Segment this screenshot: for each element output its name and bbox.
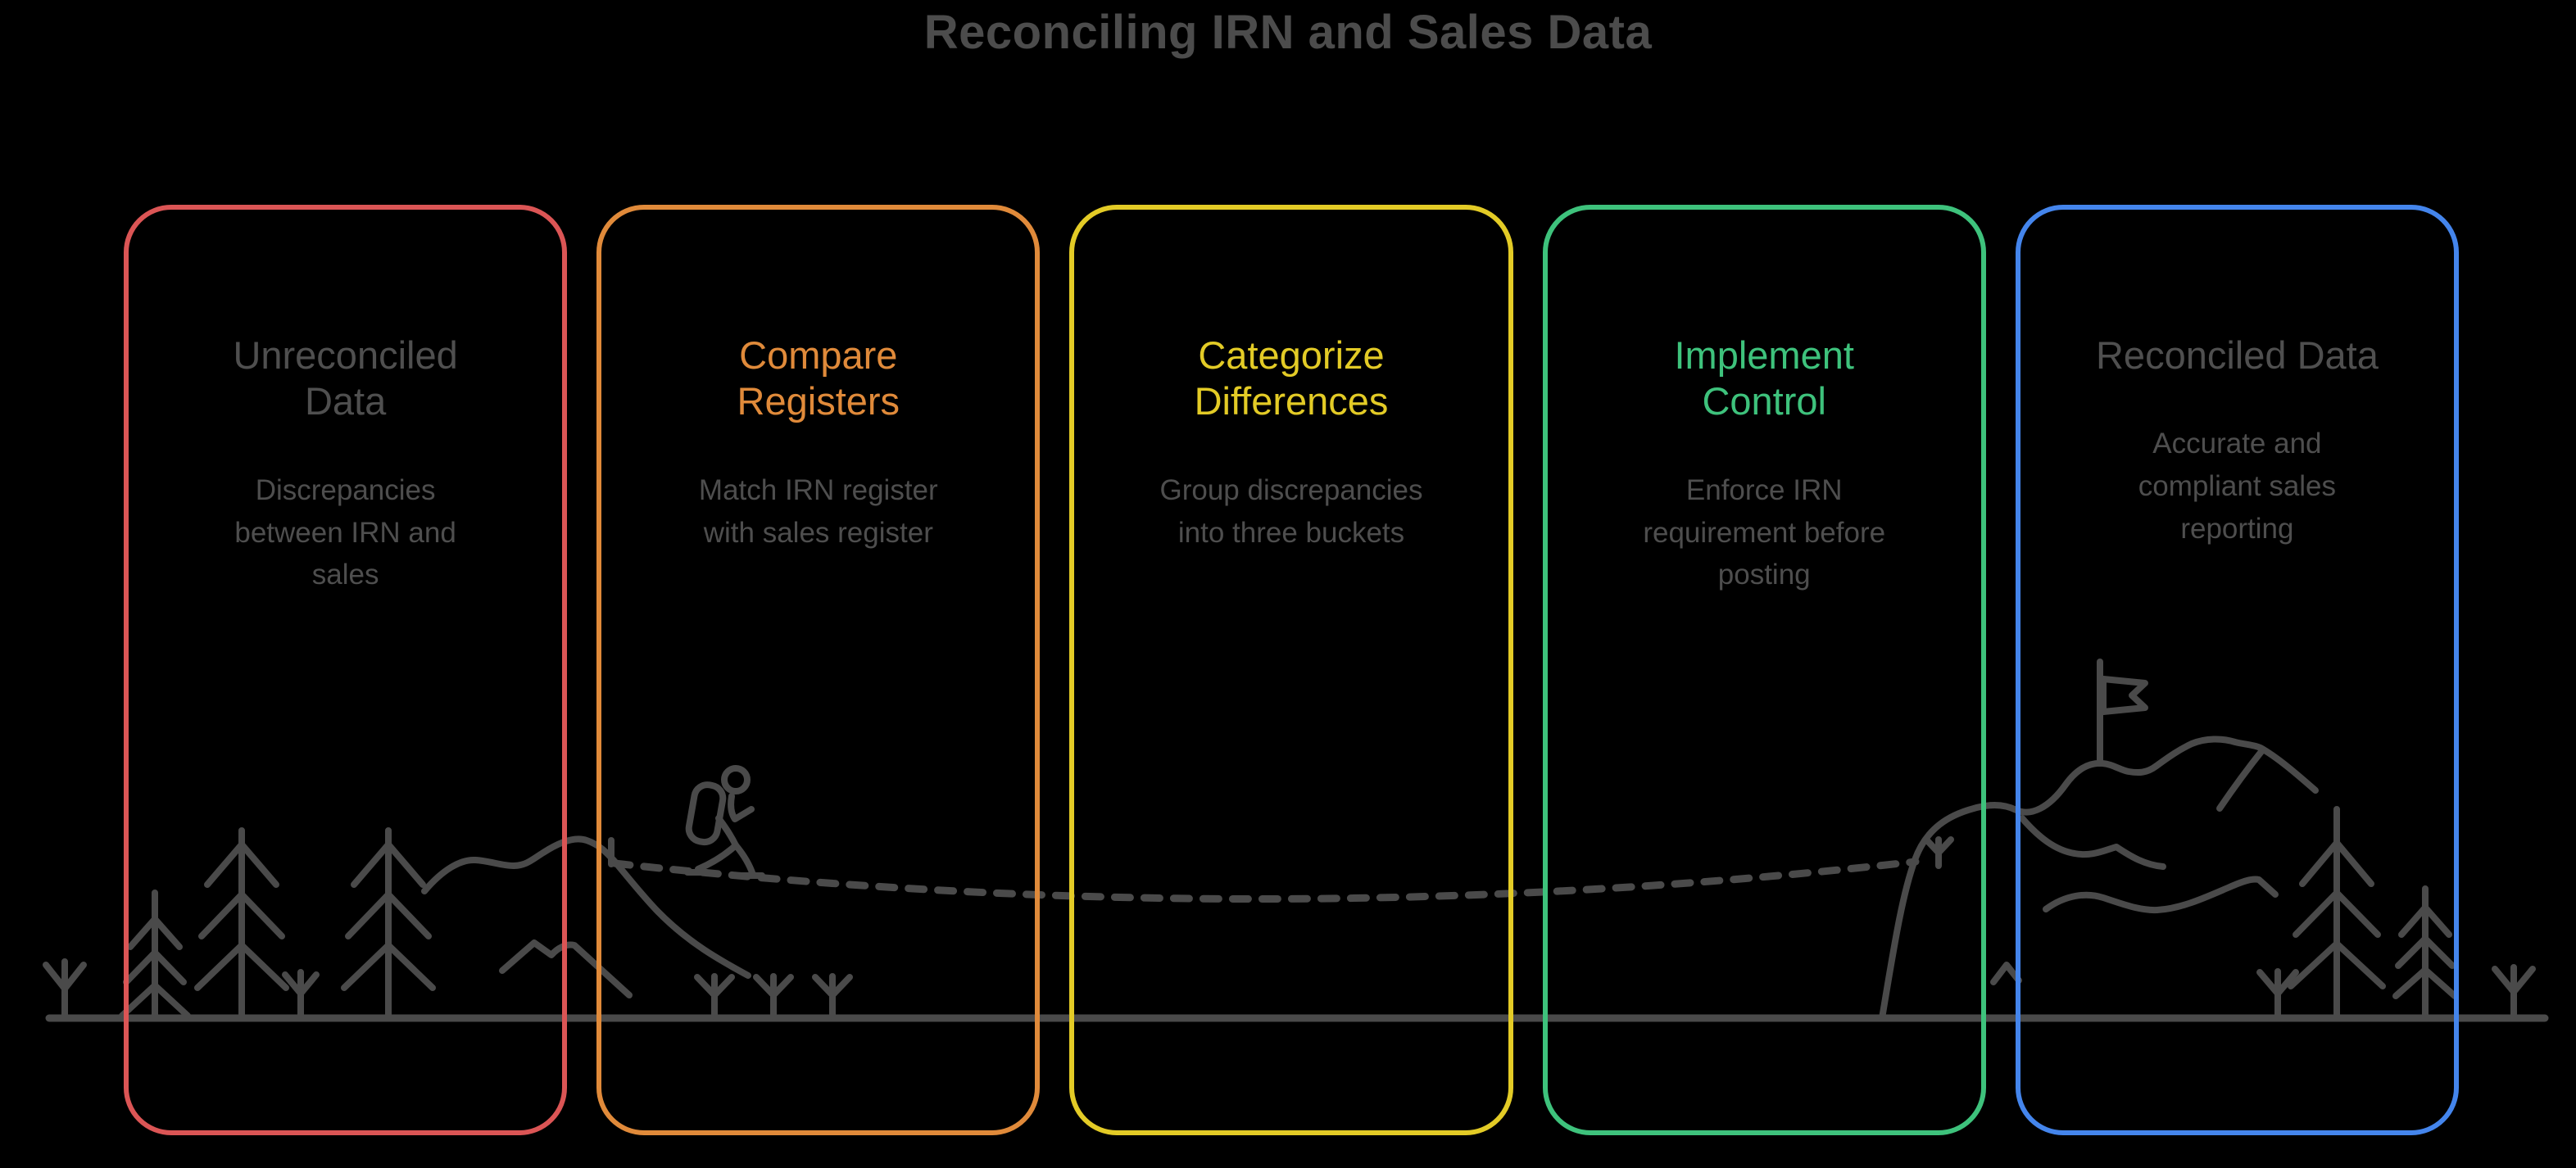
hiker-head	[721, 765, 751, 795]
card-title: Unreconciled Data	[233, 333, 458, 423]
card-compare-registers: Compare Registers Match IRN register wit…	[596, 205, 1041, 1135]
hiker-back-leg	[684, 842, 739, 876]
page-title: Reconciling IRN and Sales Data	[923, 6, 1653, 59]
sprout-icon	[43, 958, 2536, 1021]
card-description: Enforce IRN requirement before posting	[1643, 473, 1886, 591]
process-cards-row: Unreconciled Data Discrepancies between …	[124, 205, 2460, 1135]
card-implement-control: Implement Control Enforce IRN requiremen…	[1542, 205, 1986, 1135]
left-hills	[421, 835, 751, 998]
hiker-arm	[728, 793, 755, 822]
card-description: Group discrepancies into three buckets	[1159, 473, 1423, 549]
summit-flag-icon	[2097, 659, 2148, 767]
card-description: Match IRN register with sales register	[698, 473, 938, 549]
card-title: Compare Registers	[737, 333, 900, 423]
flag-banner	[2100, 676, 2148, 715]
card-categorize-differences: Categorize Differences Group discrepanci…	[1069, 205, 1513, 1135]
card-unreconciled-data: Unreconciled Data Discrepancies between …	[124, 205, 568, 1135]
card-title: Reconciled Data	[2095, 333, 2379, 377]
card-description: Accurate and compliant sales reporting	[2138, 428, 2337, 545]
card-title: Categorize Differences	[1194, 333, 1389, 423]
card-title: Implement Control	[1674, 333, 1854, 423]
hiker-icon	[684, 765, 765, 879]
dashed-trail	[610, 858, 1920, 903]
card-description: Discrepancies between IRN and sales	[234, 473, 456, 591]
pine-tree-icon	[119, 806, 2458, 1021]
card-reconciled-data: Reconciled Data Accurate and compliant s…	[2015, 205, 2460, 1135]
